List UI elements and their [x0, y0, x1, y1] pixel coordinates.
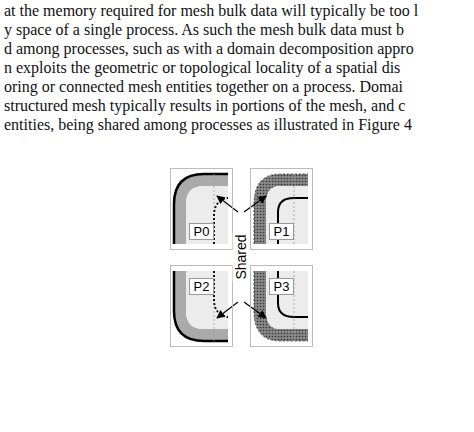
process-panel: P0 [170, 168, 233, 250]
body-text-line: structured mesh typically results in por… [4, 97, 405, 115]
process-label: P3 [269, 278, 294, 295]
body-text-line: d among processes, such as with a domain… [4, 40, 414, 58]
shared-label: Shared [233, 232, 249, 281]
body-text-line: oring or connected mesh entities togethe… [4, 78, 403, 96]
body-text-line: y space of a single process. As such the… [4, 21, 404, 39]
process-label: P1 [269, 223, 294, 240]
body-text-line: entities, being shared among processes a… [4, 116, 412, 134]
process-label: P2 [189, 278, 214, 295]
body-text-line: n exploits the geometric or topological … [4, 59, 400, 77]
body-text-line: at the memory required for mesh bulk dat… [4, 2, 418, 20]
process-label: P0 [189, 223, 214, 240]
process-panel: P1 [250, 168, 313, 250]
process-panel: P2 [170, 265, 233, 347]
process-panel: P3 [250, 265, 313, 347]
